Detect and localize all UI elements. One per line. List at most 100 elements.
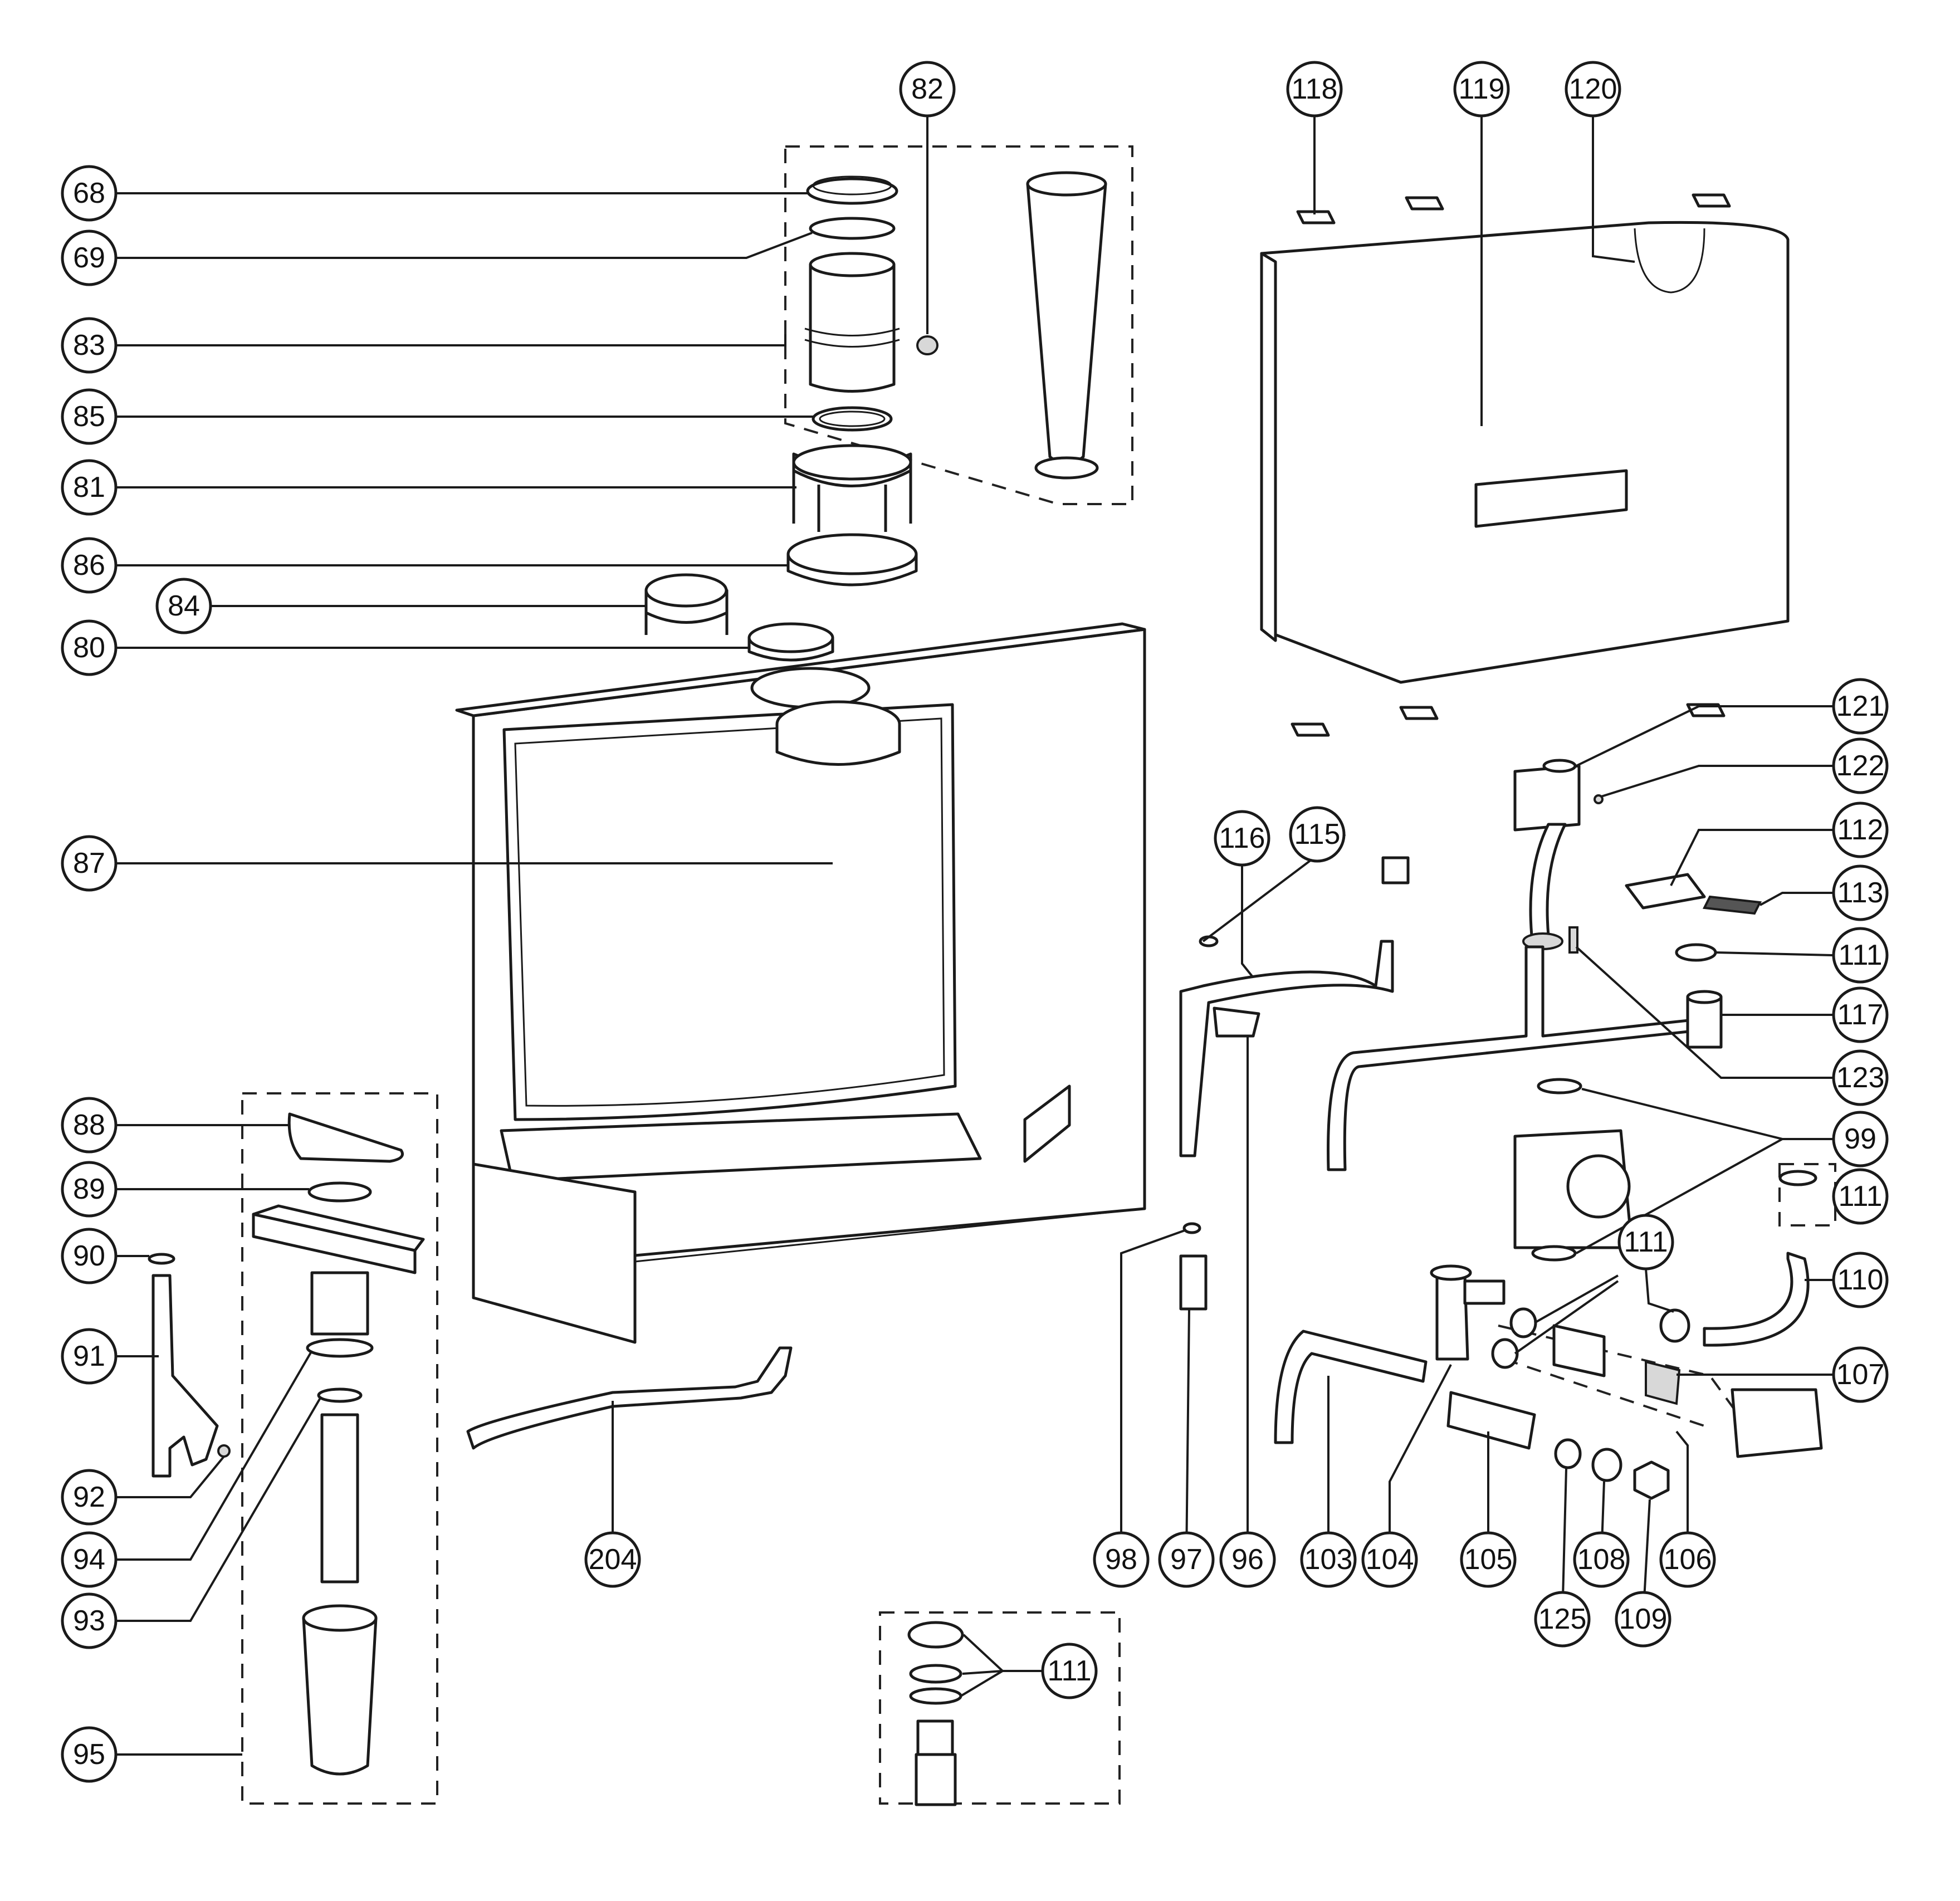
leader-111a (1715, 951, 1833, 956)
part-86-top (786, 533, 918, 575)
part-siphon-neck (310, 1271, 369, 1336)
callout-107: 107 (1832, 1346, 1889, 1403)
callout-99: 99 (1832, 1111, 1889, 1167)
callout-85: 85 (61, 388, 118, 445)
callout-87: 87 (61, 835, 118, 892)
part-pipe-upper (1529, 823, 1567, 937)
callout-85-label: 85 (73, 400, 105, 433)
part-118-clip-5 (1399, 706, 1439, 720)
callout-109-label: 109 (1619, 1603, 1668, 1635)
leader-106 (1675, 1430, 1689, 1560)
part-118-clip-2 (1405, 196, 1444, 211)
callout-86-label: 86 (73, 549, 105, 581)
callout-123: 123 (1832, 1049, 1889, 1106)
callout-103-label: 103 (1304, 1543, 1353, 1576)
callout-83-label: 83 (73, 329, 105, 361)
callout-80-label: 80 (73, 632, 105, 664)
callout-106-label: 106 (1664, 1543, 1712, 1576)
callout-94: 94 (61, 1531, 118, 1588)
part-68-ring (806, 177, 898, 205)
callout-115-label: 115 (1294, 818, 1341, 851)
part-83-top (809, 252, 896, 277)
callout-90: 90 (61, 1228, 118, 1284)
callout-120: 120 (1565, 61, 1621, 118)
callout-112: 112 (1832, 802, 1889, 858)
callout-96: 96 (1219, 1531, 1276, 1588)
part-117-pipe (1327, 945, 1700, 1171)
leader-123 (1575, 946, 1832, 1079)
part-98-oring (1182, 1222, 1201, 1234)
part-111-nut-c (1659, 1308, 1690, 1343)
callout-105-label: 105 (1464, 1543, 1513, 1576)
callout-122-label: 122 (1836, 750, 1885, 782)
part-117-elbow (1686, 995, 1723, 1049)
callout-122: 122 (1832, 737, 1889, 794)
union-pipe (915, 1753, 957, 1806)
callout-82: 82 (899, 61, 956, 118)
part-pump-face (1566, 1154, 1631, 1219)
leader-111c (1645, 1268, 1674, 1313)
flue-pipe-top (1026, 171, 1107, 197)
callout-104: 104 (1361, 1531, 1418, 1588)
callout-88-label: 88 (73, 1109, 105, 1141)
callout-89: 89 (61, 1161, 118, 1218)
part-siphon-lid-top (252, 1204, 425, 1252)
callout-105: 105 (1460, 1531, 1517, 1588)
callout-112-label: 112 (1837, 814, 1884, 846)
siphon-kit-box (241, 1092, 438, 1805)
callouts: 82 68 69 83 85 81 86 84 80 87 88 89 90 9… (61, 61, 1889, 1783)
callout-121-label: 121 (1836, 690, 1885, 722)
part-97-connector (1179, 1254, 1208, 1311)
callout-116: 116 (1214, 810, 1270, 867)
leader-104 (1389, 1364, 1452, 1560)
part-111-nut-e (1491, 1338, 1519, 1369)
hydraulic-parts (907, 759, 1823, 1806)
valve-assembly-dash-2 (1503, 1358, 1705, 1427)
part-103-pipe (1274, 1330, 1428, 1444)
callout-113-label: 113 (1837, 877, 1884, 909)
union-washer (909, 1664, 962, 1684)
part-80-top (747, 622, 834, 653)
leader-98 (1120, 1229, 1187, 1560)
part-108-plug (1591, 1448, 1622, 1482)
part-120-cutout (1634, 228, 1705, 294)
part-94-oring (306, 1338, 374, 1358)
leader-120 (1592, 115, 1635, 263)
callout-96-label: 96 (1231, 1543, 1264, 1576)
siphon-parts (148, 1112, 425, 1776)
callout-86: 86 (61, 537, 118, 594)
callout-90-label: 90 (73, 1240, 105, 1272)
part-81-legs (792, 471, 912, 532)
part-90-oring (148, 1253, 175, 1265)
leader-111c-2 (1534, 1274, 1619, 1324)
callout-80: 80 (61, 619, 118, 676)
callout-204-label: 204 (589, 1543, 637, 1576)
callout-110: 110 (1832, 1252, 1889, 1308)
part-117-top (1686, 990, 1723, 1004)
part-bracket-plate (1513, 764, 1581, 832)
part-116-pipe (1179, 940, 1394, 1157)
part-68-inner (812, 175, 892, 196)
part-83-adaptor (809, 263, 896, 393)
leader-111c-3 (1514, 1280, 1619, 1355)
callout-118-label: 118 (1292, 73, 1338, 105)
callout-88: 88 (61, 1097, 118, 1154)
callout-108: 108 (1573, 1531, 1630, 1588)
leader-93 (117, 1397, 321, 1622)
flue-kit-box (784, 145, 1133, 505)
part-123-screw (1568, 926, 1578, 954)
chassis-frame-inner (514, 717, 945, 1107)
part-111-nut-a (1675, 943, 1717, 962)
callout-69: 69 (61, 229, 118, 286)
callout-93: 93 (61, 1592, 118, 1649)
callout-125: 125 (1534, 1591, 1591, 1648)
callout-120-label: 120 (1569, 73, 1617, 105)
callout-68: 68 (61, 165, 118, 222)
callout-69-label: 69 (73, 242, 105, 274)
callout-92-label: 92 (73, 1481, 105, 1513)
flue-pipe-bottom (1034, 456, 1099, 480)
callout-97-label: 97 (1170, 1543, 1203, 1576)
union-kit-box (879, 1611, 1121, 1805)
leader-116 (1241, 866, 1254, 979)
leader-121 (1576, 705, 1832, 767)
